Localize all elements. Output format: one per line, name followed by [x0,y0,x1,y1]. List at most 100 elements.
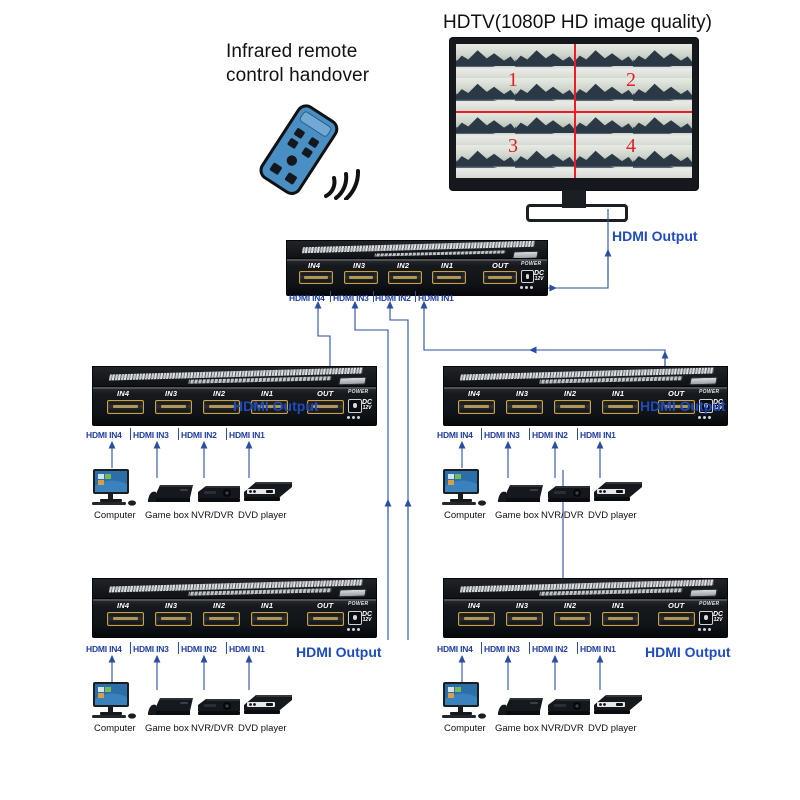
hdmi-port-in4[interactable] [458,611,495,626]
device-select-button[interactable] [337,589,367,598]
hdmi-port-out[interactable] [307,611,344,626]
hdmi-port-in3[interactable] [344,271,378,285]
dc-power-jack[interactable] [699,610,713,625]
hdmi-port-in2[interactable] [554,399,591,414]
hdmi-port-in1[interactable] [432,271,466,285]
game-console-icon [496,693,546,719]
power-label: POWER [348,600,369,607]
desktop-computer-icon [92,468,138,508]
source-label-game-box: Game box [145,723,189,734]
nvr-dvr-icon [196,482,242,506]
input-label-in4-bottom-right: HDMI IN4 [437,644,473,654]
hdmi-port-in1[interactable] [602,399,639,414]
remote-heading: Infrared remote control handover [226,41,370,86]
hdmi-port-in3[interactable] [155,611,192,626]
device-front-face: IN4 IN3 IN2 IN1 OUT POWER DC 12V [92,597,377,638]
input-label-in1-mid-right: HDMI IN1 [580,430,616,440]
quad-multi-viewer-bottom-left[interactable]: IN4 IN3 IN2 IN1 OUT POWER DC 12V [92,578,377,638]
dc-voltage-label: DC 12V [713,398,724,411]
hdmi-port-in2[interactable] [203,399,240,414]
device-select-button[interactable] [337,377,367,386]
status-leds [347,627,360,631]
dvd-player-icon [592,478,644,506]
port-label-in4: IN4 [117,600,130,610]
dc-power-jack[interactable] [699,398,713,413]
desktop-computer-icon [442,468,488,508]
input-label-in4-mid-left: HDMI IN4 [86,430,122,440]
output-label-mid-right: HDMI Output [640,398,726,414]
port-label-out: OUT [317,388,334,398]
source-label-nvr-dvr: NVR/DVR [191,723,234,734]
input-label-in1-mid-left: HDMI IN1 [229,430,265,440]
input-label-in4-bottom-left: HDMI IN4 [86,644,122,654]
hdmi-port-in3[interactable] [506,399,543,414]
dc-power-jack[interactable] [521,270,534,284]
source-label-computer: Computer [444,723,486,734]
device-select-button[interactable] [688,377,718,386]
hdmi-port-out[interactable] [658,611,695,626]
input-label-in1-bottom-right: HDMI IN1 [580,644,616,654]
input-label-in4-mid-right: HDMI IN4 [437,430,473,440]
nvr-dvr-icon [546,482,592,506]
input-label-in1-top: HDMI IN1 [418,293,454,303]
hdmi-port-in1[interactable] [251,611,288,626]
port-label-out: OUT [492,261,509,271]
hdmi-port-in2[interactable] [203,611,240,626]
hdmi-port-out[interactable] [658,399,695,414]
input-label-in3-top: HDMI IN3 [333,293,369,303]
input-label-in2-top: HDMI IN2 [375,293,411,303]
tv-stand-base [526,204,628,222]
quad-multi-viewer-mid-right[interactable]: IN4 IN3 IN2 IN1 OUT POWER DC 12V [443,366,728,426]
input-label-in3-bottom-right: HDMI IN3 [484,644,520,654]
source-label-computer: Computer [94,510,136,521]
power-label: POWER [699,600,720,607]
device-front-face: IN4 IN3 IN2 IN1 OUT POWER DC 12V [443,597,728,638]
hdmi-port-in4[interactable] [107,399,144,414]
device-select-button[interactable] [688,589,718,598]
source-label-dvd-player: DVD player [588,510,637,521]
quad-multi-viewer-mid-left[interactable]: IN4 IN3 IN2 IN1 OUT POWER DC 12V [92,366,377,426]
source-label-nvr-dvr: NVR/DVR [541,723,584,734]
dvd-player-icon [242,478,294,506]
source-label-computer: Computer [94,723,136,734]
device-sub-text [374,250,506,257]
port-label-in1: IN1 [261,388,274,398]
source-label-nvr-dvr: NVR/DVR [191,510,234,521]
device-front-face: IN4 IN3 IN2 IN1 OUT POWER DC 12V [443,385,728,426]
hdmi-port-out[interactable] [307,399,344,414]
quadrant-label-1: 1 [508,69,518,91]
input-label-in2-mid-left: HDMI IN2 [181,430,217,440]
port-label-out: OUT [317,600,334,610]
hdmi-port-out[interactable] [483,271,517,285]
device-front-face: IN4 IN3 IN2 IN1 OUT POWER DC 12V [92,385,377,426]
port-label-in2: IN2 [213,388,226,398]
port-label-in1: IN1 [261,600,274,610]
port-label-in3: IN3 [165,600,178,610]
port-label-in3: IN3 [353,261,366,271]
port-label-out: OUT [668,600,685,610]
hdmi-port-in4[interactable] [458,399,495,414]
dc-power-jack[interactable] [348,398,362,413]
game-console-icon [496,480,546,506]
hdmi-port-in1[interactable] [251,399,288,414]
input-label-in3-mid-left: HDMI IN3 [133,430,169,440]
hdmi-port-in4[interactable] [299,271,333,285]
source-label-dvd-player: DVD player [588,723,637,734]
hdmi-port-in4[interactable] [107,611,144,626]
port-label-in2: IN2 [564,388,577,398]
hdmi-port-in1[interactable] [602,611,639,626]
game-console-icon [146,693,196,719]
hdmi-port-in2[interactable] [554,611,591,626]
hdmi-port-in2[interactable] [388,271,422,285]
dc-power-jack[interactable] [348,610,362,625]
port-label-in2: IN2 [213,600,226,610]
dvd-player-icon [242,691,294,719]
quad-multi-viewer-bottom-right[interactable]: IN4 IN3 IN2 IN1 OUT POWER DC 12V [443,578,728,638]
quad-multi-viewer-top[interactable]: IN4 IN3 IN2 IN1 OUT POWER DC 12V [286,240,548,296]
hdmi-port-in3[interactable] [155,399,192,414]
source-label-nvr-dvr: NVR/DVR [541,510,584,521]
power-label: POWER [699,388,720,395]
hdmi-port-in3[interactable] [506,611,543,626]
device-sub-text [539,376,683,384]
input-label-in2-mid-right: HDMI IN2 [532,430,568,440]
